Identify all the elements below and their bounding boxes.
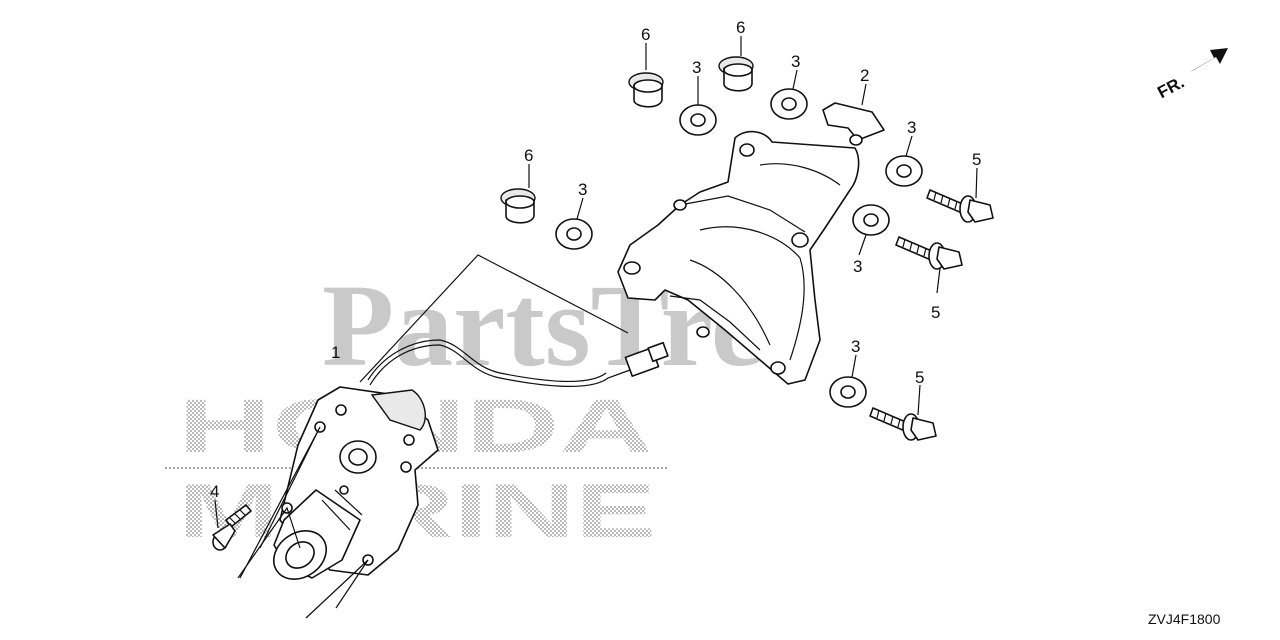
- diagram-code: ZVJ4F1800: [1148, 611, 1221, 627]
- collar-upper-left: [628, 72, 664, 108]
- callout-collar-3: 6: [524, 146, 533, 165]
- callout-labels: 6 6 6 3 3 3 3 3 3 2 5 5 5 1 4: [210, 18, 981, 501]
- front-direction-indicator: FR.: [1154, 48, 1228, 102]
- front-arrow-icon: [1190, 48, 1228, 72]
- callout-collar-1: 6: [641, 25, 650, 44]
- bolt-3: [869, 407, 937, 441]
- steering-bracket: [617, 102, 885, 385]
- leader-lines: [214, 36, 978, 619]
- callout-collar-2: 6: [736, 18, 745, 37]
- washer-1: [679, 104, 717, 136]
- callout-bracket: 2: [860, 66, 869, 85]
- callout-washer-6: 3: [851, 337, 860, 356]
- callout-motor: 1: [331, 343, 340, 362]
- callout-washer-3: 3: [578, 180, 587, 199]
- callout-washer-2: 3: [791, 52, 800, 71]
- washer-6: [829, 376, 867, 408]
- motor-bracket-leader: [359, 254, 629, 383]
- bolt-2: [895, 236, 963, 270]
- collar-lower: [500, 188, 536, 224]
- motor-cable: [369, 344, 631, 387]
- washer-2: [770, 88, 808, 120]
- callout-washer-1: 3: [692, 58, 701, 77]
- washer-5: [852, 204, 890, 236]
- washer-3: [555, 218, 593, 250]
- bolt-1: [926, 189, 994, 223]
- callout-bolt-2: 5: [931, 303, 940, 322]
- washer-4: [885, 155, 923, 187]
- marine-watermark: MARINE: [178, 469, 656, 554]
- screw: [212, 504, 252, 551]
- callout-washer-5: 3: [853, 257, 862, 276]
- callout-washer-4: 3: [907, 118, 916, 137]
- callout-bolt-3: 5: [915, 368, 924, 387]
- trim-motor: [273, 339, 669, 580]
- callout-bolt-1: 5: [972, 150, 981, 169]
- collar-upper-right: [718, 56, 754, 92]
- callout-screw: 4: [210, 482, 219, 501]
- svg-text:FR.: FR.: [1154, 73, 1187, 103]
